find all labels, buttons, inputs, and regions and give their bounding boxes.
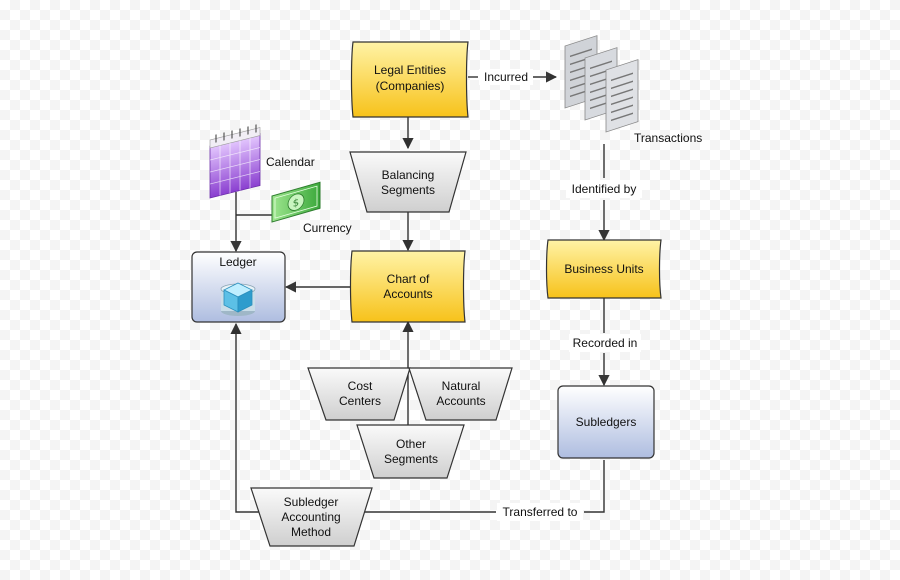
currency-icon: $ (271, 181, 321, 223)
edge-transferred-right (584, 460, 605, 513)
chart-of-accounts-line1: Chart of (387, 272, 430, 286)
node-business-units: Business Units (545, 239, 662, 299)
node-chart-of-accounts: Chart of Accounts (349, 250, 466, 323)
subledgers-label: Subledgers (576, 415, 637, 429)
edge-method-to-ledger (230, 322, 262, 513)
balancing-segments-line1: Balancing (382, 168, 435, 182)
node-other-segments: Other Segments (356, 424, 465, 479)
svg-text:$: $ (293, 197, 299, 210)
node-subledgers: Subledgers (557, 385, 655, 459)
method-line3: Method (291, 525, 331, 539)
business-units-label: Business Units (564, 262, 643, 276)
incurred-label: Incurred (484, 70, 528, 84)
transactions-icon (564, 35, 639, 133)
currency-label: Currency (303, 221, 352, 235)
transactions-label: Transactions (634, 131, 702, 145)
node-ledger: Ledger (191, 251, 286, 323)
calendar-icon (209, 124, 261, 199)
legal-entities-line2: (Companies) (376, 79, 445, 93)
identified-by-label: Identified by (572, 182, 637, 196)
node-cost-centers: Cost Centers (307, 367, 411, 421)
method-line2: Accounting (281, 510, 340, 524)
node-subledger-accounting-method: Subledger Accounting Method (250, 487, 373, 547)
method-line1: Subledger (284, 495, 339, 509)
chart-of-accounts-line2: Accounts (383, 287, 432, 301)
database-icon (220, 282, 256, 316)
edge-labels: Incurred Identified by Recorded in Trans… (479, 69, 642, 521)
node-balancing-segments: Balancing Segments (349, 151, 467, 213)
natural-accounts-line2: Accounts (436, 394, 485, 408)
other-segments-line1: Other (396, 437, 426, 451)
other-segments-line2: Segments (384, 452, 438, 466)
cost-centers-line2: Centers (339, 394, 381, 408)
cost-centers-line1: Cost (348, 379, 373, 393)
calendar-label: Calendar (266, 155, 315, 169)
balancing-segments-line2: Segments (381, 183, 435, 197)
node-natural-accounts: Natural Accounts (408, 367, 513, 421)
legal-entities-line1: Legal Entities (374, 63, 446, 77)
natural-accounts-line1: Natural (442, 379, 481, 393)
recorded-in-label: Recorded in (573, 336, 638, 350)
ledger-label: Ledger (219, 255, 256, 269)
node-legal-entities: Legal Entities (Companies) (350, 41, 469, 118)
transferred-to-label: Transferred to (503, 505, 578, 519)
